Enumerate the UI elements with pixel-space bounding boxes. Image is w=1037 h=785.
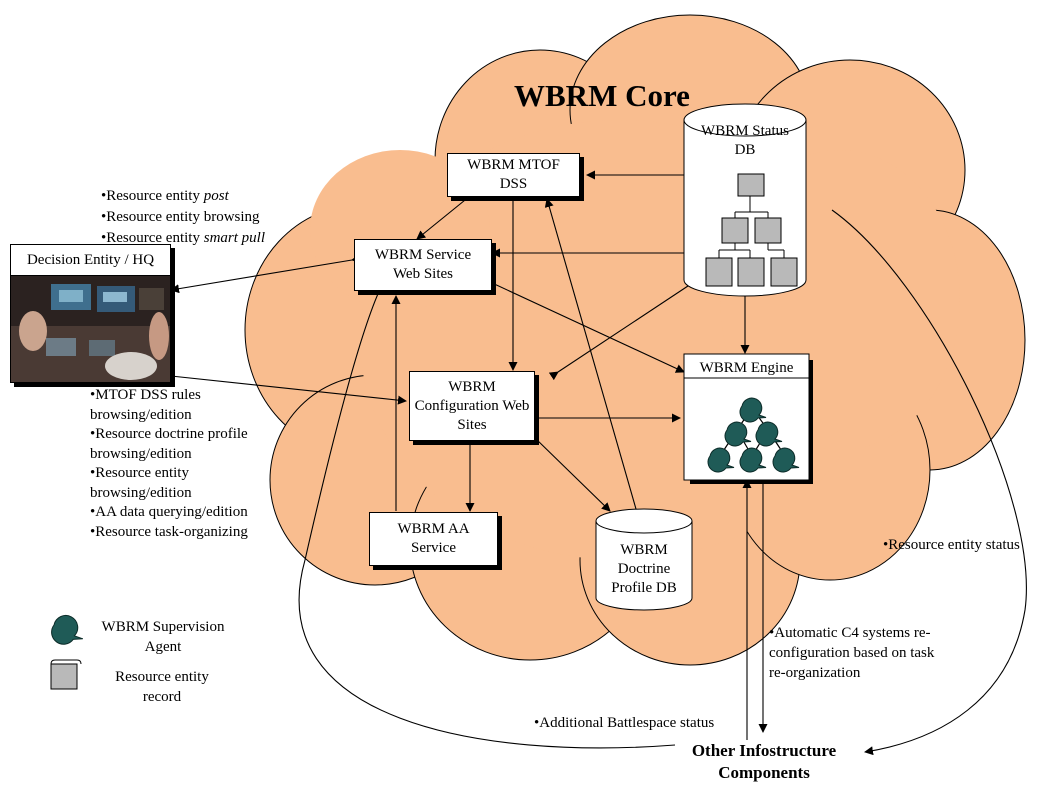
aa-service-box: WBRM AA Service <box>369 512 498 566</box>
status-db-cylinder <box>683 103 807 297</box>
note-item: •Resource doctrine profile browsing/edit… <box>90 426 248 462</box>
record-node-icon <box>721 217 749 244</box>
supervision-agent-icon <box>707 447 735 473</box>
note-item: •Resource entity browsing/edition <box>90 465 192 501</box>
note-item: •AA data querying/edition <box>90 504 248 520</box>
record-node-icon <box>737 173 765 197</box>
configuration-web-sites-box: WBRM Configuration Web Sites <box>409 371 535 441</box>
decision-entity-notes-left: •MTOF DSS rules browsing/edition •Resour… <box>90 386 248 542</box>
supervision-agent-icon <box>724 421 752 447</box>
resource-status-note: •Resource entity status <box>883 537 1020 553</box>
supervision-agent-icon <box>739 397 767 423</box>
aa-service-label: WBRM AA Service <box>397 521 470 556</box>
supervision-agent-icon <box>755 421 783 447</box>
other-infostructure-components: Other Infostructure Components <box>691 741 837 782</box>
page-title: WBRM Core <box>514 78 690 113</box>
note-item: •Resource task-organizing <box>90 523 248 540</box>
record-tree <box>718 195 785 258</box>
record-node-icon <box>705 257 733 287</box>
supervision-agent-icon <box>772 447 800 473</box>
operations-room-image <box>11 276 170 382</box>
record-node-icon <box>754 217 782 244</box>
agent-nodes <box>707 397 800 473</box>
legend-record-label: Resource entity record <box>115 669 209 705</box>
decision-entity-label: Decision Entity / HQ <box>11 245 170 276</box>
legend-agent-label: WBRM Supervision Agent <box>101 619 225 655</box>
configuration-web-sites-label: WBRM Configuration Web Sites <box>414 378 530 433</box>
status-db-label: WBRM Status DB <box>701 123 789 158</box>
record-node-icon <box>770 257 798 287</box>
c4-reconfiguration-note: •Automatic C4 systems re- configuration … <box>769 625 935 681</box>
doctrine-db-label: WBRM Doctrine Profile DB <box>611 542 677 596</box>
battlespace-status-note: •Additional Battlespace status <box>534 715 715 731</box>
connectors <box>162 170 1027 756</box>
supervision-agent-icon <box>739 447 767 473</box>
mtof-dss-box: WBRM MTOF DSS <box>447 153 580 197</box>
note-post-prefix: •Resource entity <box>101 188 204 204</box>
record-tree-nodes <box>705 173 798 287</box>
service-web-sites-label: WBRM Service Web Sites <box>374 247 472 282</box>
note-smart-pull-em: smart pull <box>203 230 265 246</box>
decision-entity-panel: Decision Entity / HQ <box>10 244 171 383</box>
legend-agent-icon <box>51 615 83 645</box>
note-post-em: post <box>203 188 229 204</box>
service-web-sites-box: WBRM Service Web Sites <box>354 239 492 291</box>
doctrine-db-cylinder <box>595 508 693 611</box>
mtof-dss-label: WBRM MTOF DSS <box>467 157 560 192</box>
record-node-icon <box>737 257 765 287</box>
note-item: •MTOF DSS rules browsing/edition <box>90 387 201 423</box>
supervision-agent-icon <box>51 615 83 645</box>
note-smart-pull-prefix: •Resource entity <box>101 230 204 246</box>
legend-record-icon <box>50 663 78 690</box>
engine-label: WBRM Engine <box>699 360 794 376</box>
decision-entity-notes-top: •Resource entity post •Resource entity b… <box>101 186 265 249</box>
note-browsing: •Resource entity browsing <box>101 209 260 225</box>
